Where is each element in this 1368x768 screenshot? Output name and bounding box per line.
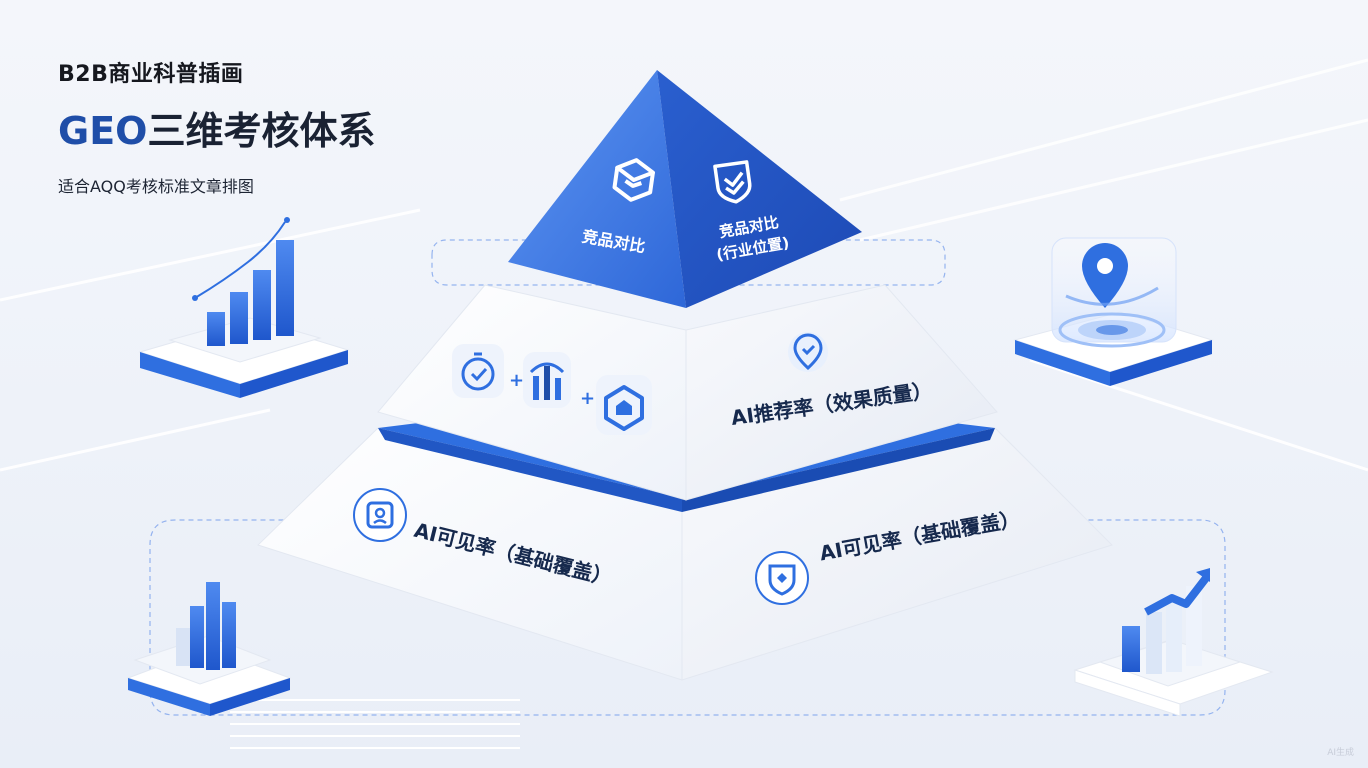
page-title: GEO三维考核体系 xyxy=(58,100,375,155)
growth-chart-icon xyxy=(138,217,350,398)
face-scan-icon xyxy=(353,488,407,542)
title-rest: 三维考核体系 xyxy=(147,109,376,153)
bar-chart-icon xyxy=(523,352,571,408)
pyramid-top-tier xyxy=(508,70,862,308)
shield-icon xyxy=(755,551,809,605)
header: B2B商业科普插画 GEO三维考核体系 适合AQQ考核标准文章排图 xyxy=(58,56,375,197)
shield-check-icon xyxy=(713,160,752,204)
floor-lines xyxy=(0,58,1368,472)
title-accent: GEO xyxy=(58,109,148,153)
floor-stripes xyxy=(230,699,520,749)
kicker-text: B2B商业科普插画 xyxy=(58,62,244,87)
plus-sign: + xyxy=(580,388,595,409)
timer-check-icon xyxy=(452,344,504,398)
plus-sign: + xyxy=(509,370,524,391)
watermark: AI生成 xyxy=(1327,748,1354,758)
upper-outline xyxy=(431,239,946,286)
subtitle-text: 适合AQQ考核标准文章排图 xyxy=(58,177,254,196)
layers-icon xyxy=(612,158,655,202)
stack-icon xyxy=(596,375,652,435)
map-pin-icon xyxy=(1013,237,1214,386)
trend-up-chart-icon xyxy=(1073,568,1274,717)
bar-chart-icon xyxy=(126,582,292,716)
base-outline xyxy=(149,519,1226,716)
location-check-icon xyxy=(788,332,828,372)
